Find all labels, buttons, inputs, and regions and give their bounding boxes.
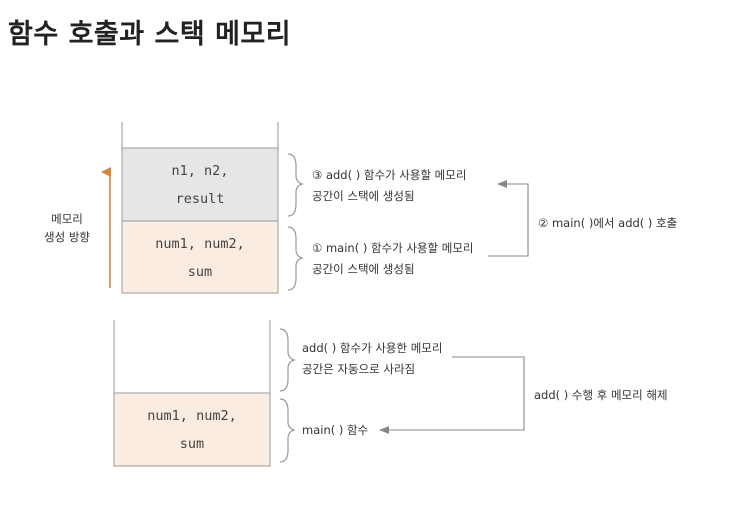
top-stack [121,122,279,294]
bottom-stack [113,320,271,467]
note-add-released: add( ) 함수가 사용한 메모리 공간은 자동으로 사라짐 [302,338,442,380]
page-title: 함수 호출과 스택 메모리 [8,19,292,50]
axis-label-line: 메모리 [51,212,83,226]
note-line: 공간은 자동으로 사라짐 [302,362,416,376]
note-line: ① main( ) 함수가 사용할 메모리 [312,241,474,255]
brace-upper [287,153,304,217]
note-line: 공간이 스택에 생성됨 [312,262,415,276]
main-frame-block [121,220,279,294]
brace-lower [287,226,304,291]
memory-direction-label: 메모리 생성 방향 [38,210,96,246]
note-line: add( ) 함수가 사용한 메모리 [302,341,443,355]
variable-line: n1, n2, [171,163,229,179]
note-main-function: main( ) 함수 [302,423,369,437]
note-main-allocated: ① main( ) 함수가 사용할 메모리 공간이 스택에 생성됨 [312,238,474,280]
variable-line: num1, num2, [147,408,237,424]
variable-line: sum [179,436,205,452]
brace-lower [279,398,296,463]
note-add-allocated: ③ add( ) 함수가 사용할 메모리 공간이 스택에 생성됨 [312,165,466,207]
main-frame-block [113,392,271,467]
variable-line: sum [187,264,213,280]
call-connector [488,180,529,257]
main-frame-variables: num1, num2, sum [122,230,278,286]
variable-line: num1, num2, [155,236,245,252]
main-frame-variables: num1, num2, sum [114,402,270,458]
add-frame-variables: n1, n2, result [122,157,278,213]
note-line: 공간이 스택에 생성됨 [312,189,415,203]
variable-line: result [175,191,225,207]
release-connector [379,356,525,434]
axis-label-line: 생성 방향 [44,230,90,244]
call-label: ② main( )에서 add( ) 호출 [538,216,678,230]
release-label: add( ) 수행 후 메모리 해제 [534,388,668,402]
note-line: ③ add( ) 함수가 사용할 메모리 [312,168,467,182]
brace-upper [279,328,296,392]
add-frame-block [121,147,279,222]
